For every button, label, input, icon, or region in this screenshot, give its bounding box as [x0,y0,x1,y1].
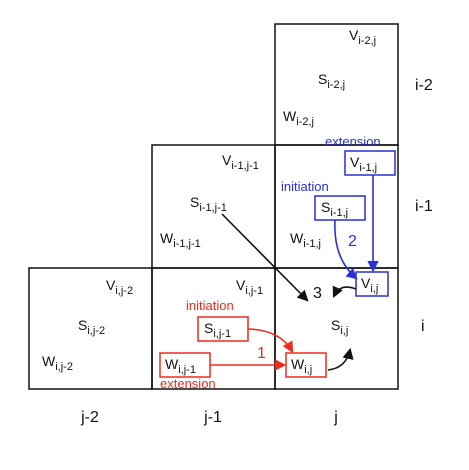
box-v-i-1-j [344,150,396,176]
w-label-i-j-1: Wi,j-1 [165,356,196,376]
extension-label-blue: extension [325,134,381,149]
s-label-i-j: Si,j [331,317,348,337]
arrow-black-diagonal [221,213,309,302]
row-label-i-1: i-1 [415,198,433,215]
arrow-blue-initiation [334,219,358,280]
arrow-1-label: 1 [257,345,266,362]
s-label-i-j-2: Si,j-2 [78,317,105,337]
s-label-i-1-j: Si-1,j [321,199,348,219]
s-label-i-j-1: Si,j-1 [204,320,231,340]
w-label-i-2-j: Wi-2,j [283,108,314,128]
col-label-j: j [333,409,338,426]
v-label-i-j: Vi,j [361,275,378,295]
v-label-i-j-2: Vi,j-2 [106,277,133,297]
w-label-i-j-2: Wi,j-2 [42,353,73,373]
w-label-i-1-j: Wi-1,j [290,230,321,250]
arrow-red-initiation [247,328,294,353]
v-label-i-j-1: Vi,j-1 [236,277,263,297]
row-label-i: i [421,318,425,335]
col-label-j-1: j-1 [203,409,222,426]
blue-annotations: extension Vi-1,j initiation Si-1,j Vi,j … [281,134,396,297]
red-annotations: initiation Si,j-1 Wi,j-1 extension Wi,j … [159,298,327,391]
arrow-3-label: 3 [313,285,322,302]
w-label-i-1-j-1: Wi-1,j-1 [160,230,201,250]
v-label-i-2-j: Vi-2,j [349,27,376,47]
cell-i-j [274,267,399,390]
initiation-label-red: initiation [186,298,234,313]
col-label-j-2: j-2 [80,409,99,426]
box-s-i-1-j [314,195,366,221]
arrow-2-label: 2 [348,233,357,250]
extension-label-red: extension [160,376,216,391]
arrow-black-from-w [327,347,354,371]
arrows [210,175,379,371]
w-label-i-j: Wi,j [291,356,312,376]
v-label-i-1-j: Vi-1,j [350,154,377,174]
s-label-i-1-j-1: Si-1,j-1 [190,194,227,214]
s-label-i-2-j: Si-2,j [318,71,345,91]
v-label-i-1-j-1: Vi-1,j-1 [222,152,259,172]
arrow-black-from-v [332,285,357,299]
row-label-i-2: i-2 [415,77,433,94]
initiation-label-blue: initiation [281,179,329,194]
grid [28,23,399,390]
